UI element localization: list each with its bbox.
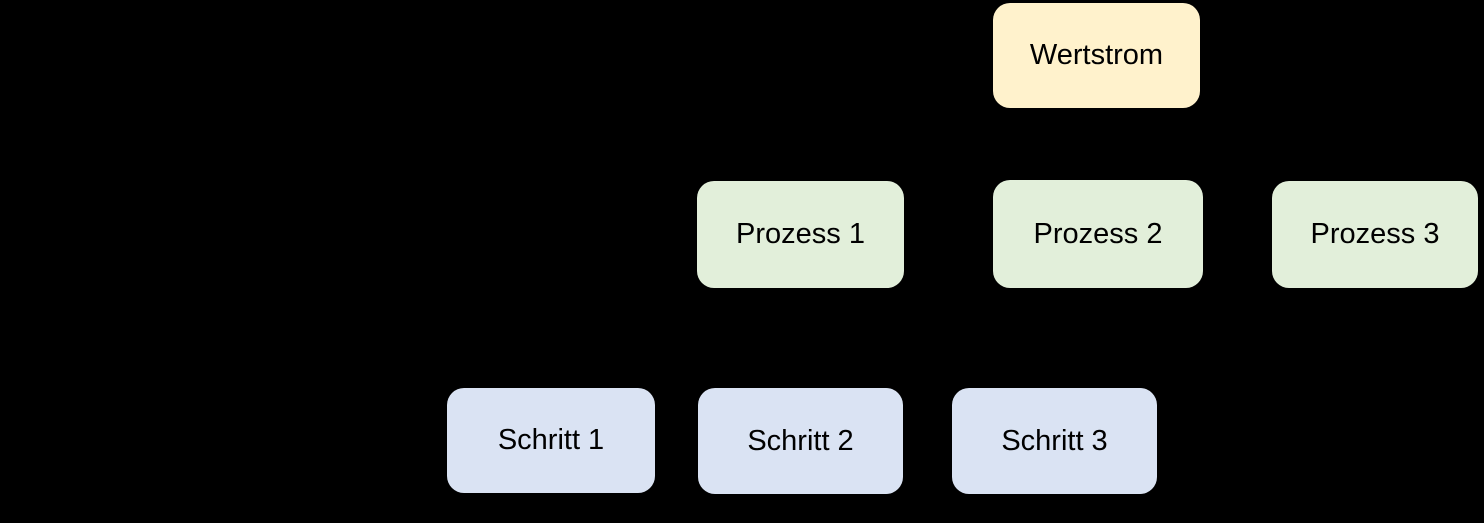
node-schritt-2: Schritt 2 bbox=[698, 388, 903, 494]
node-prozess-1: Prozess 1 bbox=[697, 181, 904, 288]
node-schritt-1: Schritt 1 bbox=[447, 388, 655, 493]
node-prozess-2: Prozess 2 bbox=[993, 180, 1203, 288]
node-schritt-3: Schritt 3 bbox=[952, 388, 1157, 494]
node-prozess-3: Prozess 3 bbox=[1272, 181, 1478, 288]
node-wertstrom: Wertstrom bbox=[993, 3, 1200, 108]
